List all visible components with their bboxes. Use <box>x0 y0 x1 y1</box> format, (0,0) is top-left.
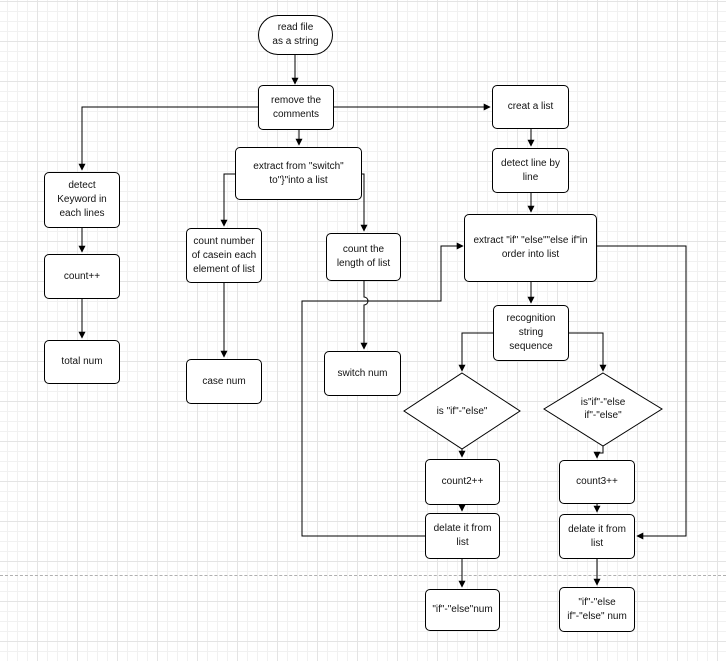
node-read-file: read file as a string <box>258 15 333 55</box>
edge-remove-to-detect-keyword <box>78 106 258 171</box>
node-count3: count3++ <box>559 460 635 504</box>
decision-label-if-elseif-else: is"if"-"else if"-"else" <box>580 397 626 421</box>
decision-diamond-if-else <box>403 372 521 450</box>
edge-recognition-to-diamond-right <box>569 332 607 372</box>
node-recognition: recognition string sequence <box>493 305 569 361</box>
node-delate-right: delate it from list <box>559 514 635 559</box>
node-creat-list: creat a list <box>492 85 569 129</box>
node-if-else-num: "if"-"else"num <box>425 589 500 631</box>
edge-extract-if-to-delate-right <box>597 245 687 540</box>
edge-extract-to-count-length <box>360 173 368 232</box>
edge-delate-left-loop-back <box>301 242 464 537</box>
node-detect-line: detect line by line <box>492 148 569 193</box>
edge-extract-to-count-case <box>220 173 237 227</box>
node-total-num: total num <box>44 340 120 384</box>
node-remove-comments: remove the comments <box>258 85 334 130</box>
node-switch-num: switch num <box>324 351 401 396</box>
edge-count-length-to-switch-num <box>360 281 369 350</box>
node-case-num: case num <box>186 359 262 404</box>
edge-diamond-right-to-count3 <box>593 446 604 459</box>
node-extract-if: extract "if" "else""else if"in order int… <box>464 214 597 282</box>
node-detect-keyword: detect Keyword in each lines <box>44 172 120 228</box>
node-if-elseif-else-num: "if"-"else if"-"else" num <box>559 587 635 632</box>
decision-label-if-else: is "if"-"else" <box>436 405 488 417</box>
node-count-plus: count++ <box>44 254 120 299</box>
node-count-length: count the length of list <box>326 233 401 281</box>
page-break-line <box>0 575 726 576</box>
node-extract-switch: extract from "switch" to"}"into a list <box>235 147 362 200</box>
node-delate-left: delate it from list <box>425 513 500 559</box>
node-count2: count2++ <box>425 459 500 505</box>
node-count-case: count number of casein each element of l… <box>186 228 262 283</box>
edge-recognition-to-diamond-left <box>458 332 493 372</box>
decision-diamond-if-elseif-else <box>543 372 663 447</box>
